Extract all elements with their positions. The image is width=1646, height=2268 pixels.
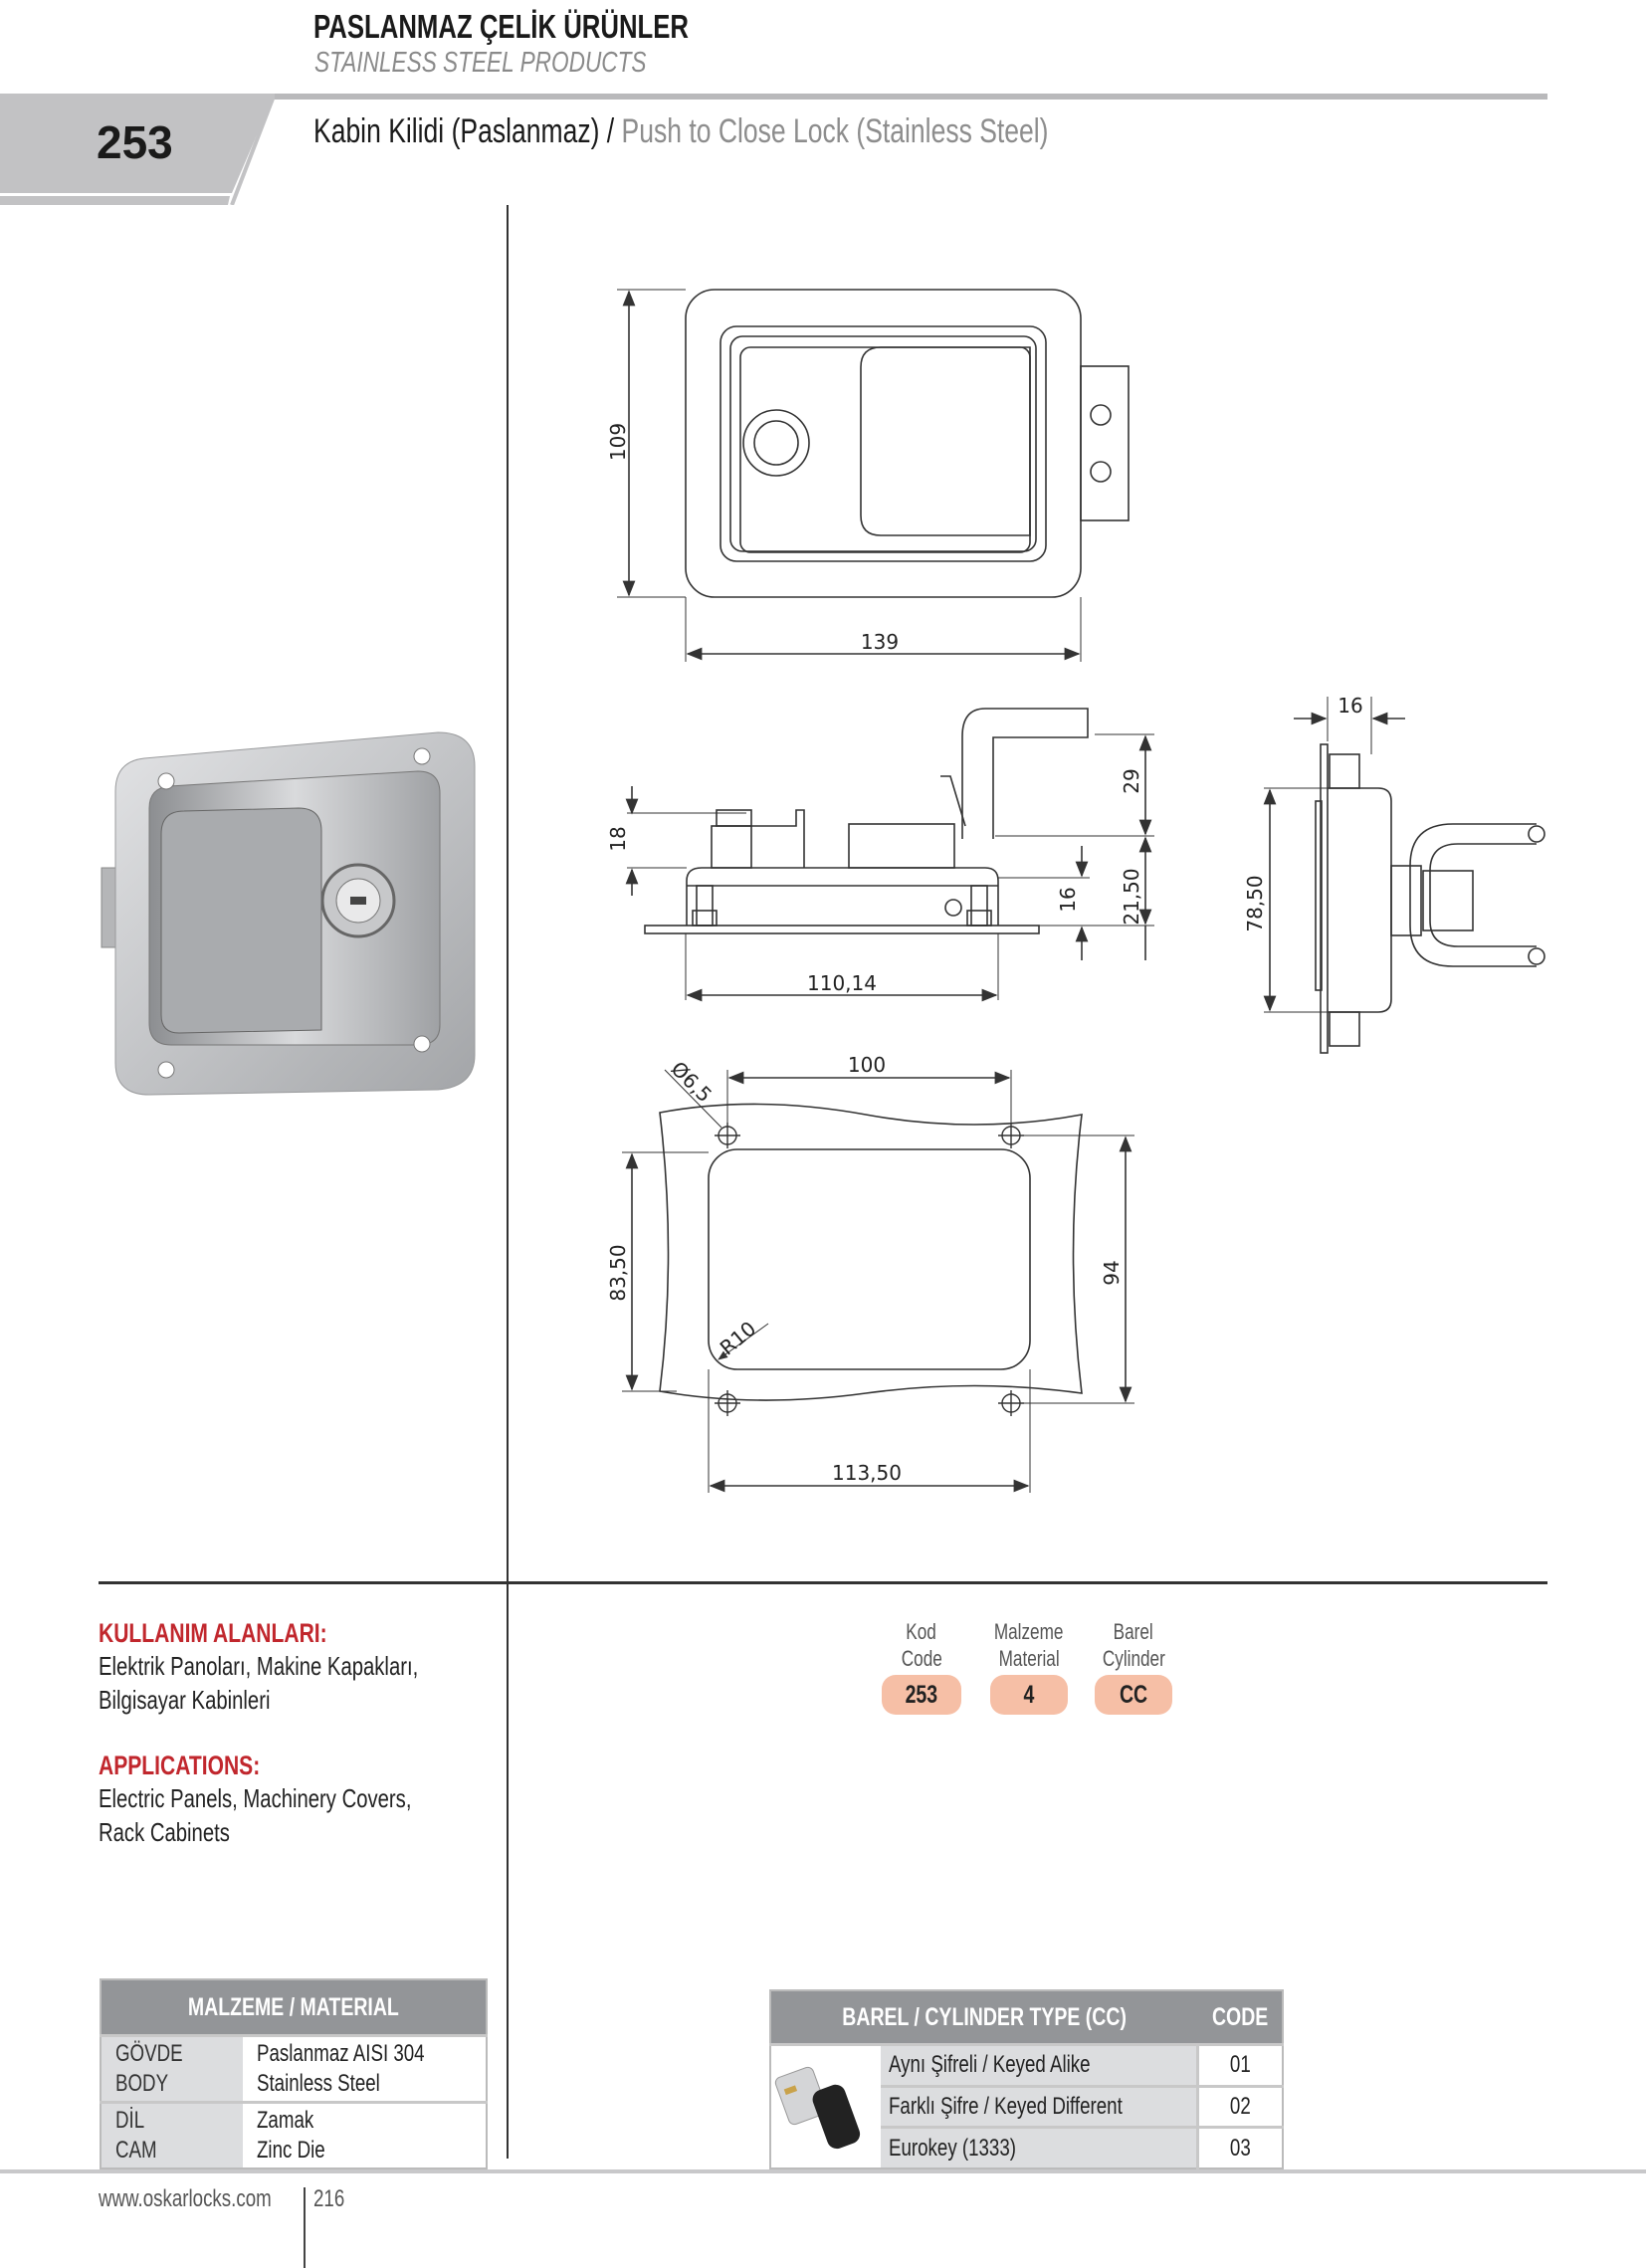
footer-url[interactable]: www.oskarlocks.com [99, 2185, 272, 2212]
technical-drawing: 109 139 18 29 16 21,50 110,14 [606, 289, 1545, 1493]
usage-line: Bilgisayar Kabinleri [99, 1685, 271, 1715]
front-view [617, 289, 1130, 662]
code-col-cylinder: Barel Cylinder [1102, 1619, 1165, 1671]
usage-line: Rack Cabinets [99, 1817, 230, 1847]
dim-height: 109 [606, 423, 630, 461]
table-row: Eurokey (1333) 03 [770, 2126, 1283, 2168]
cylinder-header: BAREL / CYLINDER TYPE (CC) [770, 1990, 1198, 2045]
dim-rear-16: 16 [1337, 694, 1362, 718]
dim-94: 94 [1100, 1260, 1124, 1285]
code-badge: 253 [882, 1675, 961, 1715]
rear-view [1263, 697, 1545, 1054]
dim-18: 18 [606, 826, 630, 851]
usage-line: Electric Panels, Machinery Covers, [99, 1783, 412, 1813]
usage-section: KULLANIM ALANLARI: Elektrik Panoları, Ma… [99, 1618, 509, 1717]
mount-hole [157, 772, 175, 790]
product-title: Kabin Kilidi (Paslanmaz) / Push to Close… [313, 112, 1049, 150]
footer-divider [304, 2187, 306, 2268]
section-title: PASLANMAZ ÇELİK ÜRÜNLER [313, 8, 690, 45]
header-band-line [0, 94, 1547, 100]
table-row: Aynı Şifreli / Keyed Alike 01 [770, 2043, 1283, 2168]
dim-78-50: 78,50 [1243, 875, 1267, 931]
dim-83-50: 83,50 [606, 1244, 630, 1301]
cutout-view [622, 1069, 1134, 1493]
dim-100: 100 [848, 1053, 886, 1077]
usage-line: Elektrik Panoları, Makine Kapakları, [99, 1651, 419, 1681]
usage-heading-en: APPLICATIONS: [99, 1751, 261, 1780]
material-table-header: MALZEME / MATERIAL [101, 1979, 487, 2036]
vertical-divider [507, 205, 509, 2159]
dim-width: 139 [861, 630, 899, 654]
dim-21-50: 21,50 [1120, 868, 1143, 925]
section-subtitle: STAINLESS STEEL PRODUCTS [314, 47, 647, 79]
material-badge: 4 [990, 1675, 1068, 1715]
dim-29: 29 [1120, 768, 1143, 793]
dim-110-14: 110,14 [807, 971, 877, 995]
cylinder-image [770, 2043, 881, 2168]
product-photo [101, 731, 476, 1096]
table-row: Farklı Şifre / Keyed Different 02 [770, 2084, 1283, 2128]
dim-16: 16 [1056, 887, 1080, 912]
code-header: CODE [1197, 1990, 1283, 2045]
page-number: 216 [313, 2185, 345, 2212]
usage-heading-tr: KULLANIM ALANLARI: [99, 1618, 327, 1648]
dim-r10: R10 [716, 1317, 761, 1360]
cylinder-table: BAREL / CYLINDER TYPE (CC) CODE Aynı Şif… [769, 1989, 1284, 2169]
code-col-kod: Kod Code [901, 1619, 942, 1671]
horizontal-divider [99, 1581, 1547, 1584]
code-col-material: Malzeme Material [994, 1619, 1064, 1671]
cylinder-key-icon [774, 2066, 861, 2150]
footer-line [0, 2169, 1646, 2173]
side-view [625, 708, 1154, 1002]
product-number: 253 [97, 116, 173, 168]
cylinder-badge: CC [1095, 1675, 1172, 1715]
dim-hole: Ø6,5 [667, 1057, 718, 1108]
applications-section: APPLICATIONS: Electric Panels, Machinery… [99, 1751, 500, 1849]
dim-113-50: 113,50 [832, 1461, 902, 1485]
product-number-box [0, 94, 275, 205]
